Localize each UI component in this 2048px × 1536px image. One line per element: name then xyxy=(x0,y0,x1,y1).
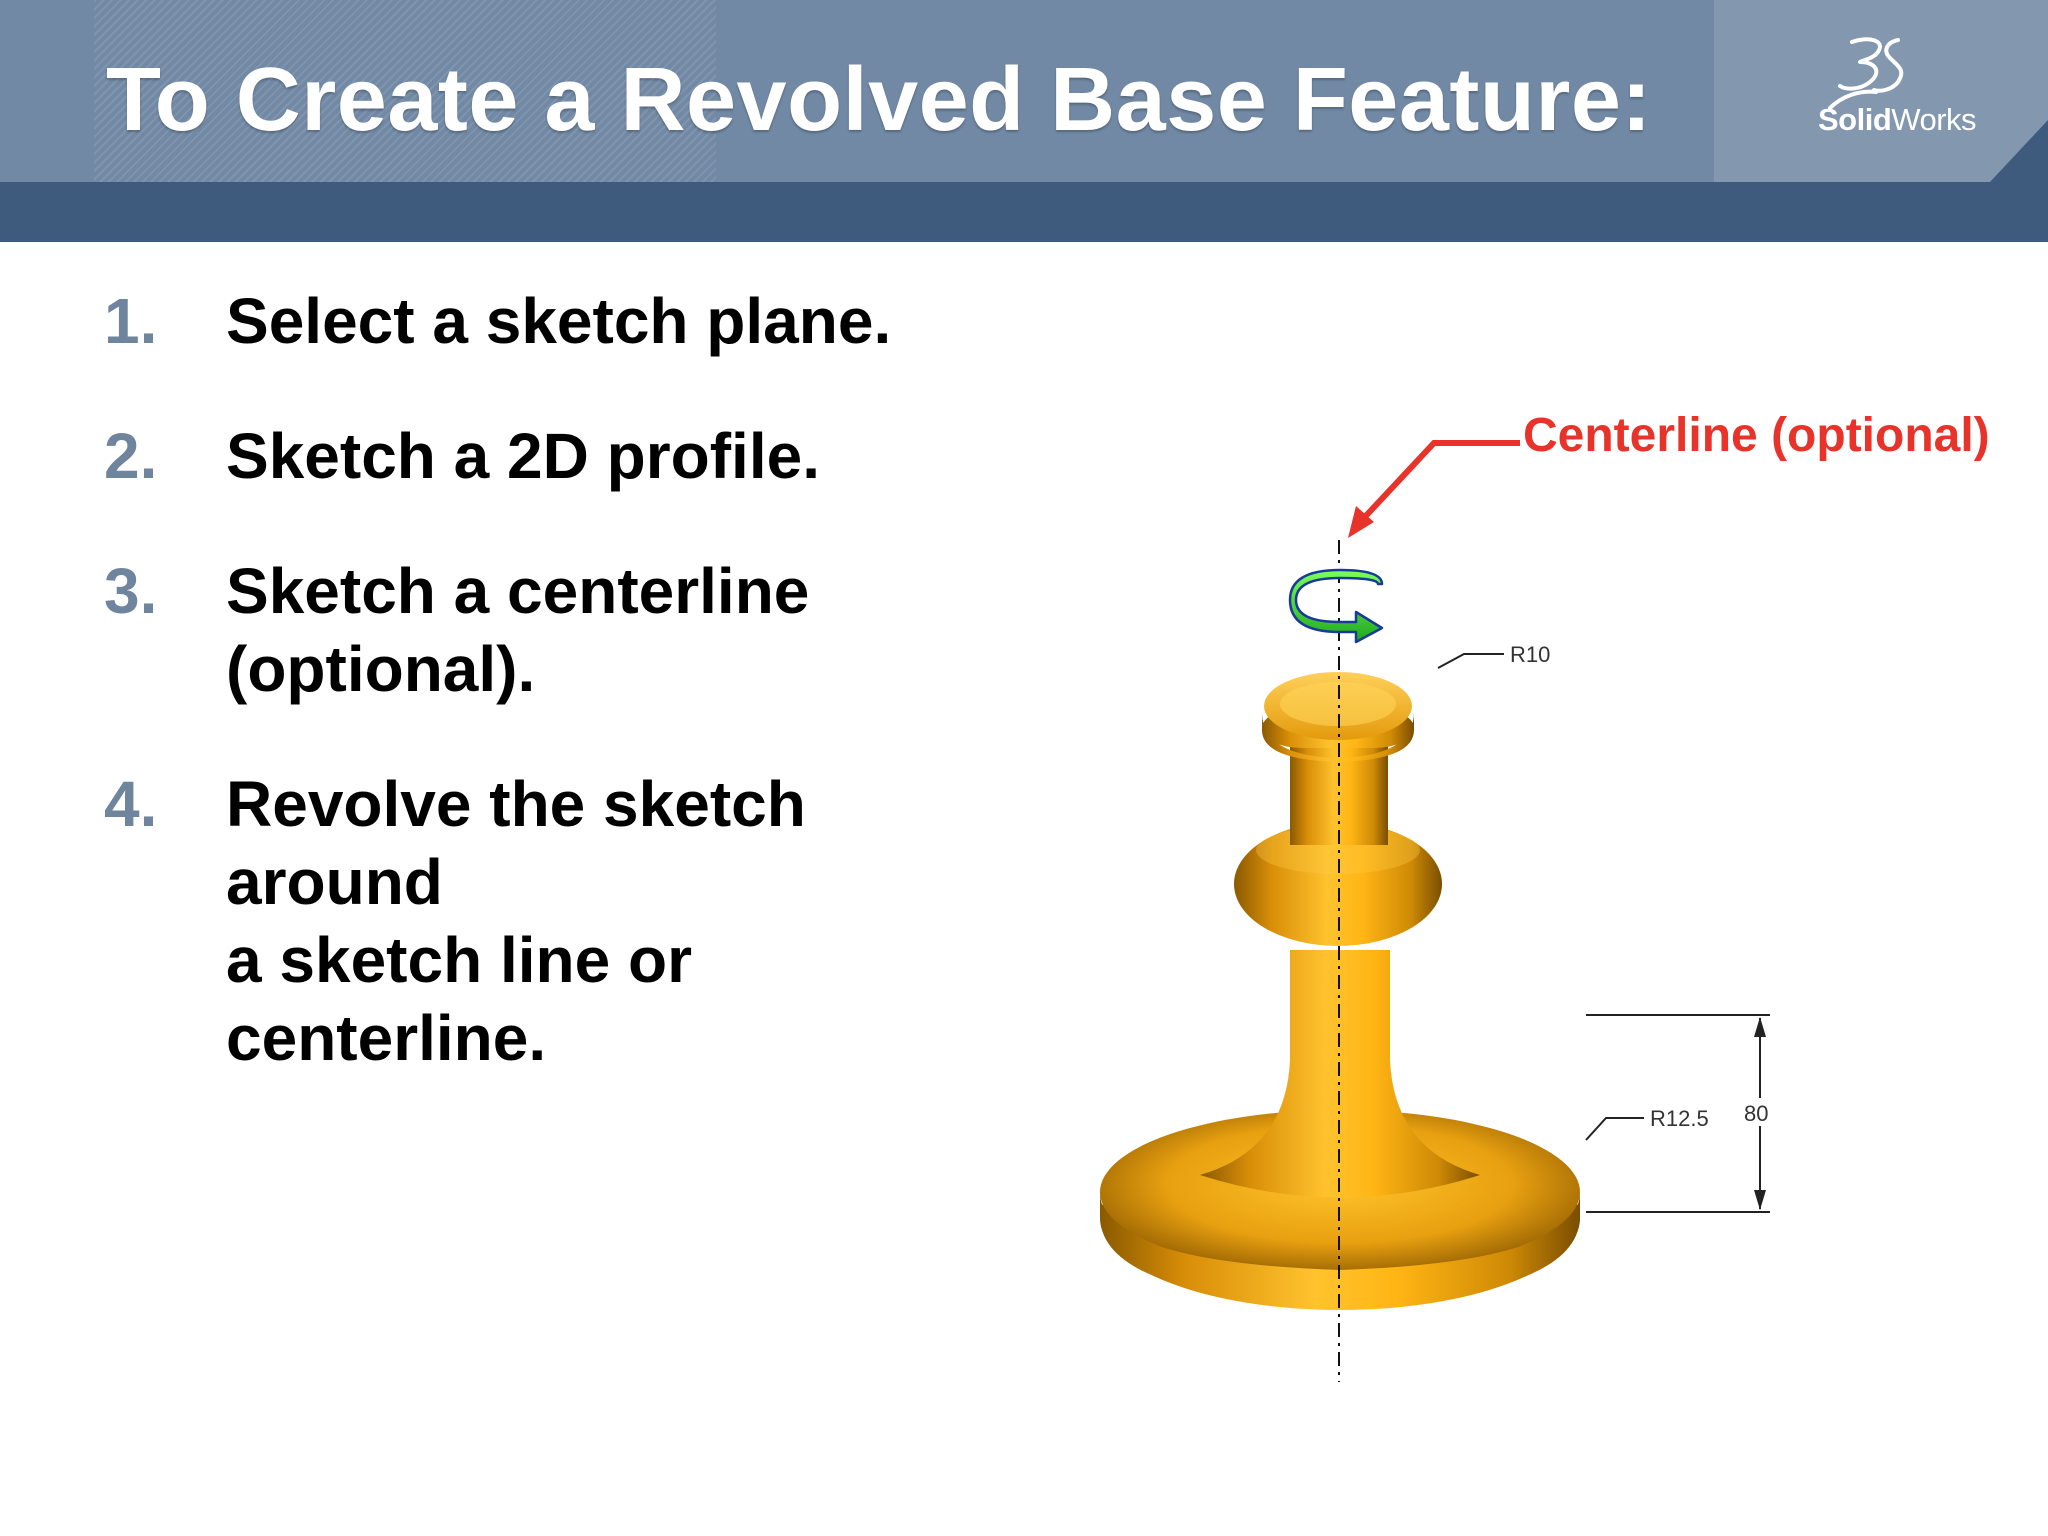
part-middle-bulb xyxy=(1234,822,1442,946)
step-number: 4. xyxy=(104,768,158,840)
step-number: 2. xyxy=(104,420,158,492)
logo-regular-text: Works xyxy=(1891,102,1977,137)
slide-title: To Create a Revolved Base Feature: xyxy=(106,50,1652,150)
dimension-r12-5: R12.5 xyxy=(1585,1106,1709,1141)
step-number: 1. xyxy=(104,285,158,357)
slide-header: To Create a Revolved Base Feature: Solid… xyxy=(0,0,2048,242)
centerline-callout-label: Centerline (optional) xyxy=(1523,409,1990,462)
step-text: Sketch a centerline (optional). xyxy=(226,555,810,705)
dimension-80-text: 80 xyxy=(1744,1101,1768,1126)
header-hatch-pattern xyxy=(94,0,716,182)
dimension-80: 80 xyxy=(1586,1014,1778,1213)
solidworks-logo-text: SolidWorks xyxy=(1818,102,1977,138)
header-band xyxy=(0,0,2048,182)
dimension-r10-text: R10 xyxy=(1510,642,1550,667)
step-number: 3. xyxy=(104,555,158,627)
header-stripe xyxy=(0,182,2048,242)
dimension-r10: R10 xyxy=(1437,642,1550,669)
revolved-part-figure: R10 R12.5 80 xyxy=(1100,440,1778,1382)
dimension-r12-5-text: R12.5 xyxy=(1650,1106,1709,1131)
3ds-logo-icon xyxy=(1828,37,1904,110)
logo-notch xyxy=(1990,120,2048,182)
step-text: Sketch a 2D profile. xyxy=(226,420,820,492)
callout-arrow xyxy=(1348,440,1520,538)
revolve-arrow-icon xyxy=(1288,568,1384,644)
step-text: Select a sketch plane. xyxy=(226,285,892,357)
step-text: Revolve the sketch around a sketch line … xyxy=(226,768,806,1074)
logo-bold-text: Solid xyxy=(1818,102,1892,137)
